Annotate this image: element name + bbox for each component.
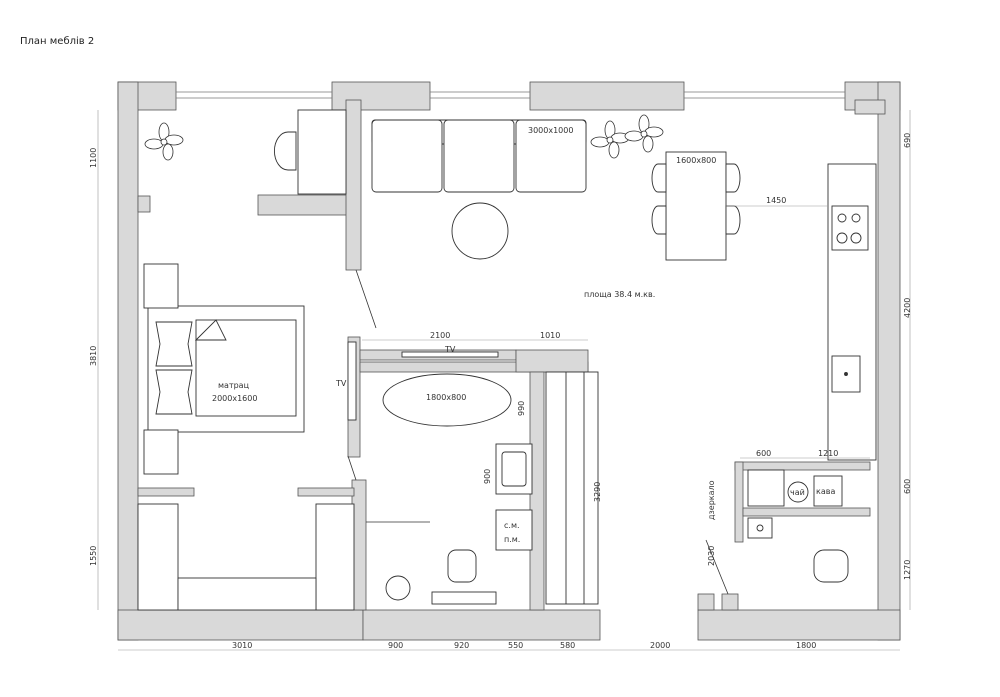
bedroom-closet — [315, 503, 355, 611]
bathtub — [382, 373, 512, 427]
tv-living-label: TV — [444, 345, 456, 354]
dim-bottom: 1800 — [796, 641, 816, 650]
dim-left: 3810 — [89, 346, 98, 366]
tea-label: чай — [790, 488, 805, 497]
dim-bottom: 580 — [560, 641, 575, 650]
coffee-machine — [813, 475, 843, 507]
dim-1210: 1210 — [818, 449, 838, 458]
shower-bench — [431, 591, 497, 605]
dim-right: 600 — [903, 479, 912, 494]
dining-chair — [651, 163, 667, 193]
pillow — [155, 369, 193, 415]
dining-chair — [651, 205, 667, 235]
dining-table — [665, 151, 727, 261]
bathtub-size: 1800x800 — [426, 393, 466, 402]
fridge-block — [747, 469, 785, 507]
floor-drain — [385, 575, 411, 601]
doors — [347, 269, 729, 595]
desk — [297, 109, 347, 195]
mirror-label: дзеркало — [707, 480, 716, 520]
plant-icon — [590, 120, 630, 159]
tv-bedroom — [347, 341, 357, 421]
dim-left: 1100 — [89, 148, 98, 168]
windows — [176, 91, 845, 99]
sofa-seat-3 — [515, 119, 587, 193]
coffee-label: кава — [816, 487, 835, 496]
dim-bottom: 550 — [508, 641, 523, 650]
sofa-seat-2 — [443, 119, 515, 193]
table-size: 1600x800 — [676, 156, 716, 165]
dim-bottom: 3010 — [232, 641, 252, 650]
dim-bottom: 900 — [388, 641, 403, 650]
area-label: площа 38.4 м.кв. — [584, 290, 655, 299]
bedroom-cabinet — [143, 263, 179, 309]
toilet-wc — [813, 549, 849, 583]
dim-bottom: 2000 — [650, 641, 670, 650]
dim-3290: 3290 — [593, 482, 602, 502]
bed-size: 2000x1600 — [212, 394, 257, 403]
bed-label: матрац — [218, 381, 250, 390]
washer — [495, 509, 533, 551]
tea-maker — [787, 481, 809, 503]
plan-title: План меблів 2 — [20, 36, 95, 47]
bedroom-cabinet — [143, 429, 179, 475]
blanket-fold — [194, 319, 227, 341]
dim-right: 690 — [903, 133, 912, 148]
coffee-table — [451, 202, 509, 260]
pillow — [155, 321, 193, 367]
plants — [144, 114, 664, 161]
plant-icon — [624, 114, 664, 153]
toilet-bathroom — [447, 549, 477, 583]
bedroom-closet — [137, 503, 179, 611]
dim-right: 4200 — [903, 298, 912, 318]
dining-chair — [725, 163, 741, 193]
dim-900: 900 — [483, 469, 492, 484]
walls — [117, 81, 901, 641]
tv-living — [401, 351, 499, 358]
desk-chair — [274, 131, 297, 171]
dim-990: 990 — [517, 401, 526, 416]
bedroom-closet — [177, 577, 317, 611]
sofa-seat-1 — [371, 119, 443, 193]
dining-chair — [725, 205, 741, 235]
dim-bottom: 920 — [454, 641, 469, 650]
dim-2100: 2100 — [430, 331, 450, 340]
dimension-lines — [97, 110, 911, 651]
stove — [831, 205, 869, 251]
dim-1010: 1010 — [540, 331, 560, 340]
dim-2030: 2030 — [707, 546, 716, 566]
dim-1450: 1450 — [766, 196, 786, 205]
dim-right: 1270 — [903, 560, 912, 580]
sofa-size: 3000x1000 — [528, 126, 573, 135]
plant-icon — [144, 122, 184, 161]
wardrobe — [545, 371, 599, 605]
dim-600: 600 — [756, 449, 771, 458]
tv-bedroom-label: TV — [335, 379, 347, 388]
dim-left: 1550 — [89, 546, 98, 566]
washer-label-2: п.м. — [504, 535, 520, 544]
washer-label-1: с.м. — [504, 521, 520, 530]
